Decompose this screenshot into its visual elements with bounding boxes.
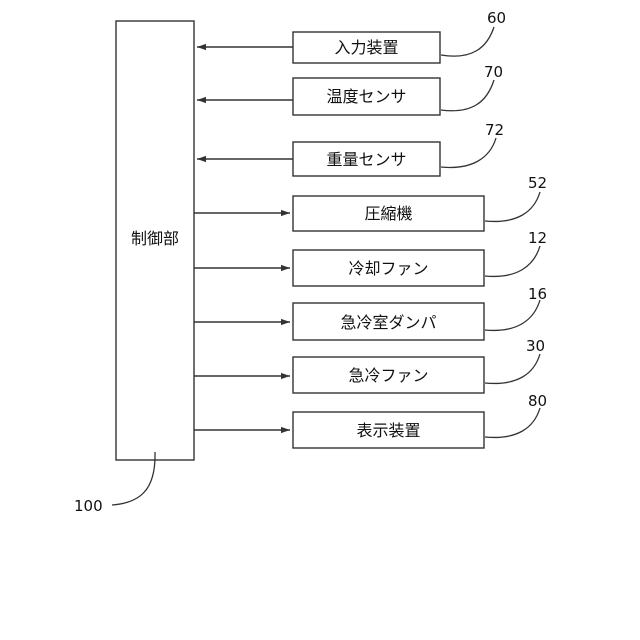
weight-sensor-label: 重量センサ [326,150,406,169]
quick-chill-damper-leader-line [485,300,540,330]
weight-sensor-ref-number: 72 [485,121,504,139]
compressor-label: 圧縮機 [364,204,412,223]
quick-chill-damper-label: 急冷室ダンパ [340,313,436,332]
quick-chill-fan-block: 急冷ファン 30 [194,337,545,393]
compressor-block: 圧縮機 52 [194,174,547,231]
controller-label: 制御部 [131,229,179,248]
weight-sensor-leader-line [441,138,496,167]
quick-chill-damper-ref-number: 16 [528,285,547,303]
quick-chill-fan-ref-number: 30 [526,337,545,355]
quick-chill-fan-leader-line [485,354,540,383]
cooling-fan-block: 冷却ファン 12 [194,229,547,286]
cooling-fan-label: 冷却ファン [348,259,428,278]
temperature-sensor-label: 温度センサ [326,87,406,106]
display-device-leader-line [485,408,540,437]
quick-chill-damper-block: 急冷室ダンパ 16 [194,285,547,340]
temperature-sensor-leader-line [441,80,494,111]
display-device-block: 表示装置 80 [194,392,547,448]
input-device-leader-line [441,27,494,56]
weight-sensor-block: 重量センサ 72 [197,121,504,176]
display-device-ref-number: 80 [528,392,547,410]
controller-ref-number: 100 [74,497,103,515]
input-device-block: 入力装置 60 [197,9,506,63]
cooling-fan-ref-number: 12 [528,229,547,247]
display-device-label: 表示装置 [356,421,420,440]
input-device-ref-number: 60 [487,9,506,27]
compressor-ref-number: 52 [528,174,547,192]
temperature-sensor-block: 温度センサ 70 [197,63,503,115]
compressor-leader-line [485,192,540,221]
quick-chill-fan-label: 急冷ファン [348,366,428,385]
controller-block: 制御部 100 [74,21,194,515]
temperature-sensor-ref-number: 70 [484,63,503,81]
input-device-label: 入力装置 [334,38,398,57]
cooling-fan-leader-line [485,246,540,276]
